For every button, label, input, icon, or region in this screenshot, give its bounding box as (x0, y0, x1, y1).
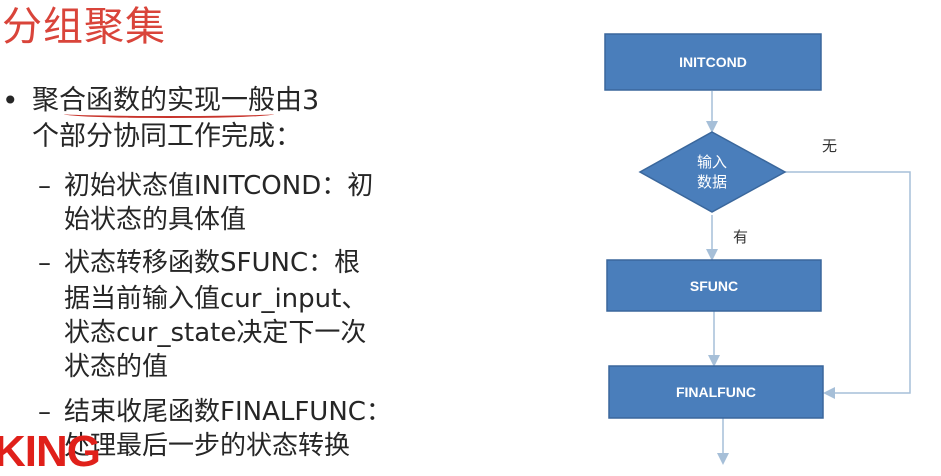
underline-mark (64, 110, 274, 118)
sub-dash-2: – (38, 248, 51, 278)
sfunc-box (606, 259, 822, 312)
bullet-main-line2: 个部分协同工作完成： (32, 121, 302, 152)
sub3-line1: 结束收尾函数FINALFUNC： (64, 397, 392, 427)
sub1-line2: 始状态的具体值 (64, 205, 247, 235)
initcond-box (604, 33, 822, 91)
finalfunc-box (608, 365, 824, 419)
decision-label-line2: 数据 (697, 173, 727, 191)
finalfunc-label: FINALFUNC (676, 384, 756, 400)
sub3-line2: 处理最后一步的状态转换 (64, 431, 351, 461)
sub-dash-1: – (38, 171, 51, 201)
sub2-line3: 状态cur_state决定下一次 (64, 318, 367, 348)
sub2-line4: 状态的值 (64, 352, 169, 382)
sub-dash-3: – (38, 397, 51, 427)
sfunc-label: SFUNC (690, 278, 738, 294)
decision-label-line1: 输入 (697, 153, 727, 171)
edge-label-yes: 有 (733, 228, 748, 246)
decision-diamond (638, 131, 787, 213)
sub1-line1: 初始状态值INITCOND：初 (64, 171, 374, 201)
sub2-line2: 据当前输入值cur_input、 (64, 284, 368, 314)
slide-title: 分组聚集 (2, 4, 166, 50)
initcond-label: INITCOND (679, 54, 747, 70)
bullet-dot: • (2, 84, 19, 117)
edge-label-no: 无 (822, 137, 837, 155)
sub2-line1: 状态转移函数SFUNC：根 (64, 248, 361, 278)
edge-decision-no-to-finalfunc (785, 171, 911, 399)
brand-logo: KING (0, 427, 101, 476)
